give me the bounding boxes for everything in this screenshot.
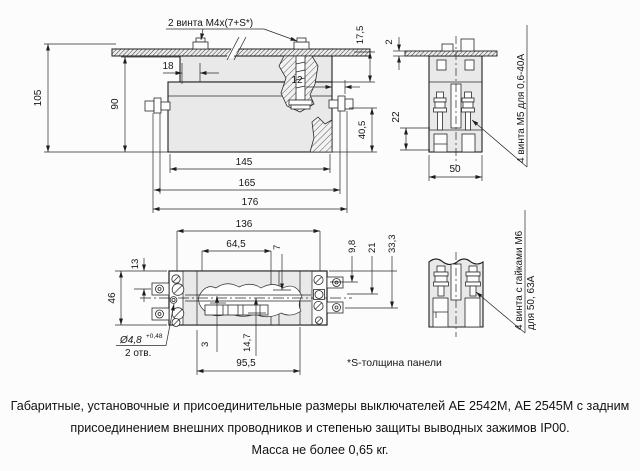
caption: Габаритные, установочные и присоединител…: [11, 399, 630, 457]
dim-13: 13: [130, 259, 141, 270]
dim-12: 12: [291, 75, 303, 86]
plan-left-terminals: [151, 274, 185, 327]
screws-m4-label: 2 винта М4х(7+S*): [168, 18, 253, 29]
m6-screw-left: [432, 265, 449, 328]
end-view-panel: [404, 50, 498, 57]
end-view-tab: [460, 38, 475, 52]
dim-33-3: 33,3: [387, 235, 398, 254]
dim-18: 18: [162, 61, 174, 72]
terminal-stud-right: [328, 95, 354, 213]
caption-line3: Масса не более 0,65 кг.: [251, 443, 388, 457]
plan-mechanism: [204, 304, 269, 316]
dim-22: 22: [391, 111, 402, 123]
dim-165: 165: [239, 178, 256, 189]
dim-176: 176: [242, 197, 259, 208]
hole-callout: Ø4,8 +0,48 2 отв.: [116, 303, 175, 359]
end-view-bottom: 4 винта с гайками М6 для 50, 63А: [428, 210, 537, 337]
caption-line1: Габаритные, установочные и присоединител…: [11, 399, 630, 413]
dim-136: 136: [236, 219, 253, 230]
dim-21: 21: [367, 242, 378, 253]
side-view: 2 винта М4х(7+S*) 105 90 18 12 17,5 40,5: [33, 18, 377, 213]
m4-screw-right-section: [278, 37, 319, 113]
panel-hatch: [111, 48, 371, 57]
dim-7: 7: [272, 245, 283, 250]
hole-diameter-label: Ø4,8: [119, 335, 142, 346]
dim-95-5: 95,5: [236, 358, 256, 369]
dim-14-7: 14,7: [242, 334, 253, 353]
m5-screw-left: [433, 91, 448, 153]
dim-50: 50: [449, 164, 461, 175]
note-m6-screws-line1: 4 винта с гайками М6: [514, 230, 525, 330]
dim-90: 90: [110, 98, 121, 110]
dim-64-5: 64,5: [226, 239, 246, 250]
plan-view: 136 64,5 7 13 46 3 14,7 95,5: [107, 219, 398, 375]
footnote-panel-thickness: *S-толщина панели: [347, 357, 442, 369]
terminal-stud-left: [144, 97, 171, 213]
dim-40-5: 40,5: [357, 121, 368, 140]
dim-105: 105: [33, 89, 44, 106]
end-view-screw-head: [441, 43, 454, 52]
dim-145: 145: [236, 157, 253, 168]
note-m5-screws: 4 винта М5 для 0,6-40А: [516, 54, 527, 163]
plan-right-terminals: [313, 274, 344, 325]
hole-count-label: 2 отв.: [125, 348, 151, 359]
m6-screw-right: [464, 265, 481, 328]
dim-9-8: 9,8: [347, 240, 358, 253]
body-section-blob: [309, 116, 333, 153]
m4-screw-left: [192, 37, 209, 50]
dim-3: 3: [200, 342, 211, 347]
m5-screw-right: [461, 91, 476, 153]
end-view-top: 2 22 50 4 винта М5 для 0,6-40А: [384, 25, 528, 181]
dim-2: 2: [384, 39, 395, 44]
note-m6-screws-line2: для 50, 63А: [526, 275, 537, 330]
dim-17-5: 17,5: [355, 26, 366, 45]
caption-line2: присоединением внешних проводников и сте…: [70, 421, 569, 435]
dim-46: 46: [107, 292, 118, 304]
hole-tolerance-label: +0,48: [146, 333, 163, 340]
